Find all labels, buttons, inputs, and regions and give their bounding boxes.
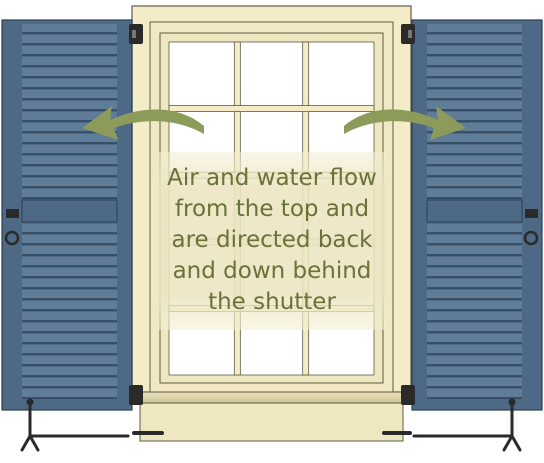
left-louver-26 — [22, 323, 117, 332]
right-louver-27 — [427, 334, 522, 343]
left-louver-16 — [22, 189, 117, 198]
left-louver-18 — [22, 235, 117, 244]
right-louver-4 — [427, 57, 522, 66]
right-louver-13 — [427, 156, 522, 165]
right-louver-15 — [427, 178, 522, 187]
pull-plate-right — [525, 209, 538, 218]
left-louver-21 — [22, 268, 117, 277]
left-louver-2 — [22, 35, 117, 44]
right-louver-25 — [427, 312, 522, 321]
right-louver-3 — [427, 46, 522, 55]
hinge-bottom-right — [401, 385, 415, 405]
right-louver-12 — [427, 145, 522, 154]
window-apron — [139, 402, 404, 442]
right-louver-10 — [427, 123, 522, 132]
left-louver-30 — [22, 367, 117, 376]
left-louver-10 — [22, 123, 117, 132]
curved-arrow-right-icon — [344, 106, 466, 140]
left-louver-13 — [22, 156, 117, 165]
right-louver-6 — [427, 79, 522, 88]
left-shutter-louvers — [22, 24, 117, 399]
curved-arrow-left-icon — [82, 106, 204, 140]
left-louver-9 — [22, 112, 117, 121]
shutter-dogs — [20, 398, 522, 452]
right-louver-28 — [427, 345, 522, 354]
right-louver-29 — [427, 356, 522, 365]
right-louver-30 — [427, 367, 522, 376]
right-shutter — [411, 19, 543, 411]
left-louver-31 — [22, 378, 117, 387]
right-louver-23 — [427, 290, 522, 299]
pull-plate-left — [6, 209, 19, 218]
right-louver-7 — [427, 90, 522, 99]
right-louver-31 — [427, 378, 522, 387]
left-louver-14 — [22, 167, 117, 176]
left-louver-20 — [22, 257, 117, 266]
left-shutter — [1, 19, 133, 411]
right-louver-14 — [427, 167, 522, 176]
right-shutter-mid-rail — [426, 199, 523, 223]
shutter-pulls — [4, 209, 539, 246]
hinge-bottom-left — [129, 385, 143, 405]
shutter-dog-left — [20, 402, 130, 452]
horizontal-muntin-1 — [168, 105, 375, 112]
hinges — [129, 24, 415, 405]
right-louver-2 — [427, 35, 522, 44]
ring-pull-left — [4, 230, 20, 246]
right-louver-8 — [427, 101, 522, 110]
left-louver-11 — [22, 134, 117, 143]
left-louver-27 — [22, 334, 117, 343]
left-louver-1 — [22, 24, 117, 33]
left-louver-24 — [22, 301, 117, 310]
right-louver-16 — [427, 189, 522, 198]
left-louver-15 — [22, 178, 117, 187]
left-louver-23 — [22, 290, 117, 299]
left-louver-8 — [22, 101, 117, 110]
right-louver-21 — [427, 268, 522, 277]
left-louver-29 — [22, 356, 117, 365]
left-louver-6 — [22, 79, 117, 88]
right-louver-22 — [427, 279, 522, 288]
right-louver-18 — [427, 235, 522, 244]
right-louver-19 — [427, 246, 522, 255]
left-louver-12 — [22, 145, 117, 154]
left-louver-22 — [22, 279, 117, 288]
right-louver-20 — [427, 257, 522, 266]
right-louver-9 — [427, 112, 522, 121]
left-louver-17 — [22, 224, 117, 233]
right-louver-1 — [427, 24, 522, 33]
window-sill — [131, 391, 412, 404]
left-louver-19 — [22, 246, 117, 255]
right-louver-32 — [427, 389, 522, 398]
right-louver-5 — [427, 68, 522, 77]
left-shutter-mid-rail — [21, 199, 118, 223]
left-louver-4 — [22, 57, 117, 66]
airflow-arrows — [82, 106, 466, 140]
right-louver-11 — [427, 134, 522, 143]
caption-backdrop — [158, 152, 386, 330]
right-louver-24 — [427, 301, 522, 310]
left-louver-32 — [22, 389, 117, 398]
ring-pull-right — [523, 230, 539, 246]
right-louver-17 — [427, 224, 522, 233]
left-louver-7 — [22, 90, 117, 99]
left-louver-25 — [22, 312, 117, 321]
left-louver-5 — [22, 68, 117, 77]
right-louver-26 — [427, 323, 522, 332]
right-shutter-louvers — [427, 24, 522, 399]
left-louver-28 — [22, 345, 117, 354]
shutter-dog-right — [412, 402, 522, 452]
left-louver-3 — [22, 46, 117, 55]
